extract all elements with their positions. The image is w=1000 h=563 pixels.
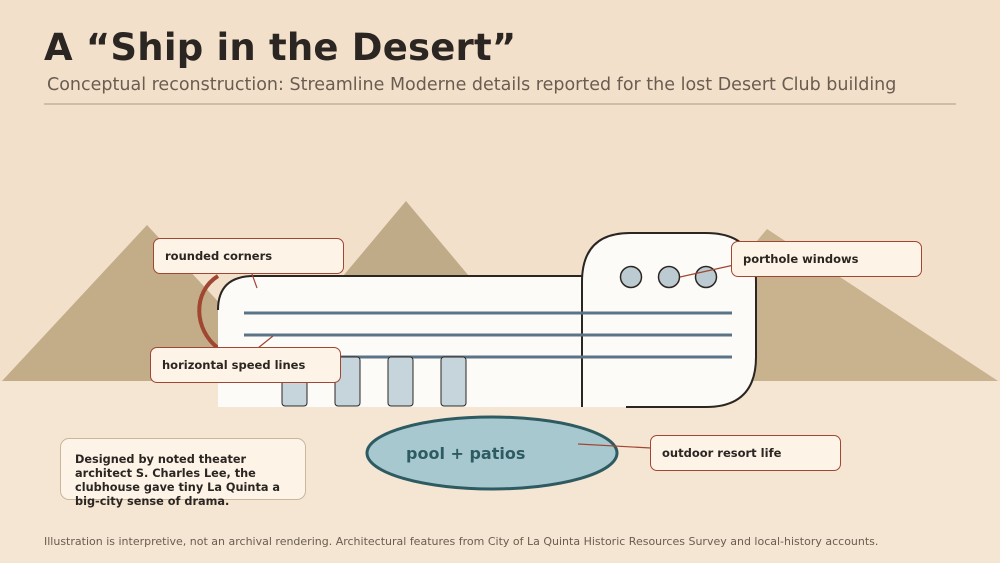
porthole-window	[694, 265, 718, 289]
callout-label: rounded corners	[165, 249, 273, 263]
leader-line-porthole-windows	[679, 264, 735, 278]
page-title: A “Ship in the Desert”	[44, 26, 517, 69]
callout-label: horizontal speed lines	[162, 358, 306, 372]
ground-floor-window	[440, 356, 467, 407]
callout-rounded-corners: rounded corners	[153, 238, 344, 274]
leader-line-rounded-corners	[251, 273, 258, 289]
leader-line-speed-lines	[257, 335, 274, 349]
ground-floor-window	[387, 356, 414, 407]
porthole-window	[657, 265, 681, 289]
building-tower-fill	[583, 300, 625, 407]
porthole-window	[619, 265, 643, 289]
source-footnote: Illustration is interpretive, not an arc…	[44, 535, 879, 548]
building-outline	[217, 275, 584, 311]
callout-speed-lines: horizontal speed lines	[150, 347, 341, 383]
info-note: Designed by noted theater architect S. C…	[60, 438, 306, 508]
info-note-text: Designed by noted theater architect S. C…	[75, 453, 281, 508]
callout-label: outdoor resort life	[662, 446, 782, 460]
rounded-corner-accent	[197, 274, 220, 350]
pool	[365, 415, 619, 491]
callout-label: porthole windows	[743, 252, 859, 266]
callout-resort-life: outdoor resort life	[650, 435, 841, 471]
pool-label: pool + patios	[406, 444, 526, 463]
callout-porthole-windows: porthole windows	[731, 241, 922, 277]
leader-line-resort-life	[577, 443, 652, 449]
page-subtitle: Conceptual reconstruction: Streamline Mo…	[47, 75, 897, 95]
